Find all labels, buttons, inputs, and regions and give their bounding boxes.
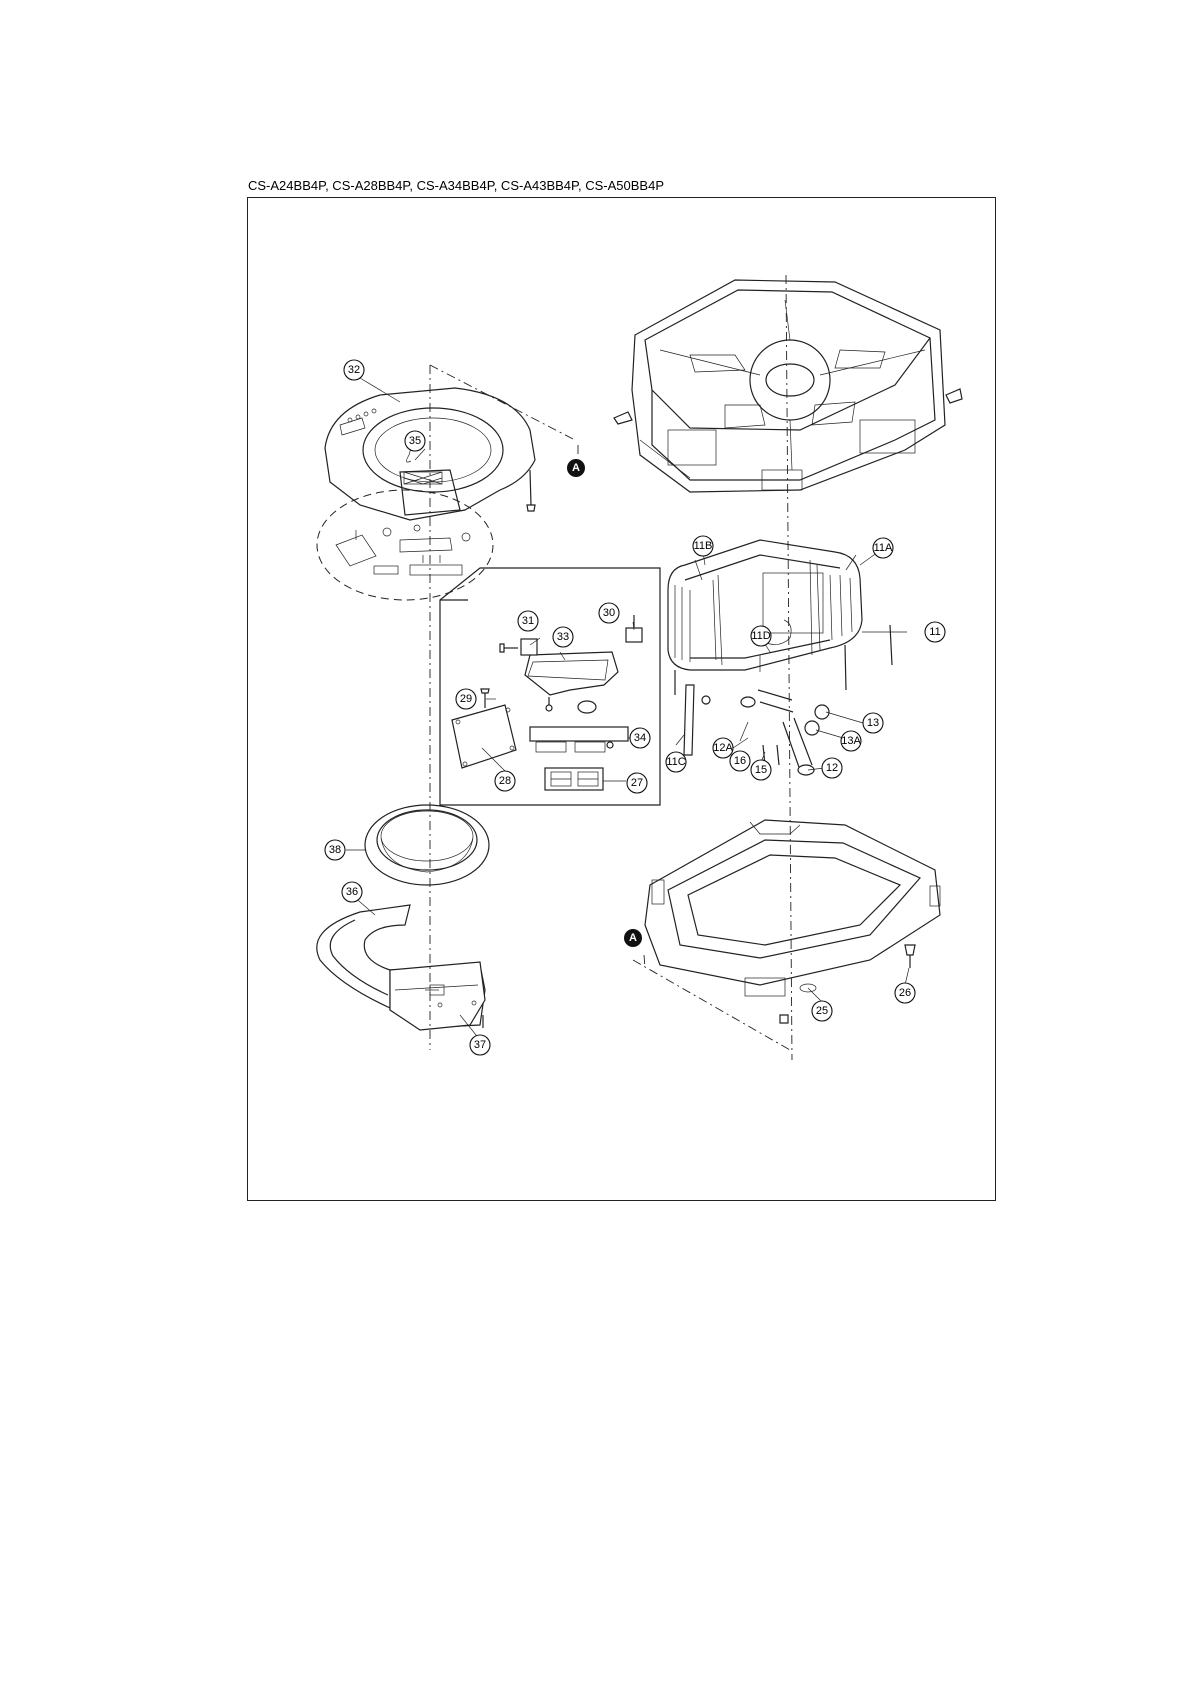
svg-text:A: A [629,932,637,944]
callout-16: 16 [730,751,750,771]
callout-25: 25 [812,1001,832,1021]
svg-text:11: 11 [929,626,940,638]
svg-text:36: 36 [346,886,358,898]
svg-text:11B: 11B [694,540,713,552]
callout-11: 11 [925,622,945,642]
lower-casing [317,905,485,1030]
svg-text:28: 28 [499,775,511,787]
svg-text:13A: 13A [841,735,861,747]
ref-marker-a-bottom: A [624,929,642,947]
callout-12: 12 [822,758,842,778]
svg-text:11A: 11A [874,542,893,554]
callout-30: 30 [599,603,619,623]
callout-38: 38 [325,840,345,860]
svg-text:11D: 11D [751,630,770,642]
callout-26: 26 [895,983,915,1003]
svg-text:12A: 12A [713,742,733,754]
callout-34: 34 [630,728,650,748]
callout-31: 31 [518,611,538,631]
callout-29: 29 [456,689,476,709]
callout-36: 36 [342,882,362,902]
svg-text:31: 31 [522,615,534,627]
bell-mouth-ring [365,805,489,885]
svg-text:32: 32 [348,364,360,376]
svg-text:12: 12 [826,762,838,774]
svg-text:16: 16 [734,755,746,767]
callout-11b: 11B [693,536,713,556]
svg-text:11C: 11C [666,756,685,768]
callout-11a: 11A [873,538,893,558]
callout-12a: 12A [713,738,733,758]
svg-text:13: 13 [867,717,879,729]
callout-27: 27 [627,773,647,793]
callout-11c: 11C [666,752,686,772]
svg-text:38: 38 [329,844,341,856]
svg-text:35: 35 [409,435,421,447]
svg-text:15: 15 [755,764,767,776]
callout-33: 33 [553,627,573,647]
heat-exchanger [668,540,892,695]
svg-text:34: 34 [634,732,646,744]
cabinet-body [614,280,962,492]
callout-11d: 11D [751,626,771,646]
callout-28: 28 [495,771,515,791]
callout-37: 37 [470,1035,490,1055]
callout-35: 35 [405,431,425,451]
control-box-parts [452,615,642,790]
callout-13a: 13A [841,731,861,751]
svg-text:27: 27 [631,777,643,789]
svg-text:26: 26 [899,987,911,999]
svg-text:25: 25 [816,1005,828,1017]
svg-text:29: 29 [460,693,472,705]
svg-text:33: 33 [557,631,569,643]
svg-text:30: 30 [603,607,615,619]
callout-32: 32 [344,360,364,380]
callout-13: 13 [863,713,883,733]
svg-text:A: A [572,462,580,474]
ref-marker-a-top: A [567,459,585,477]
svg-text:37: 37 [474,1039,486,1051]
detail-circle-parts [336,525,470,575]
callout-15: 15 [751,760,771,780]
